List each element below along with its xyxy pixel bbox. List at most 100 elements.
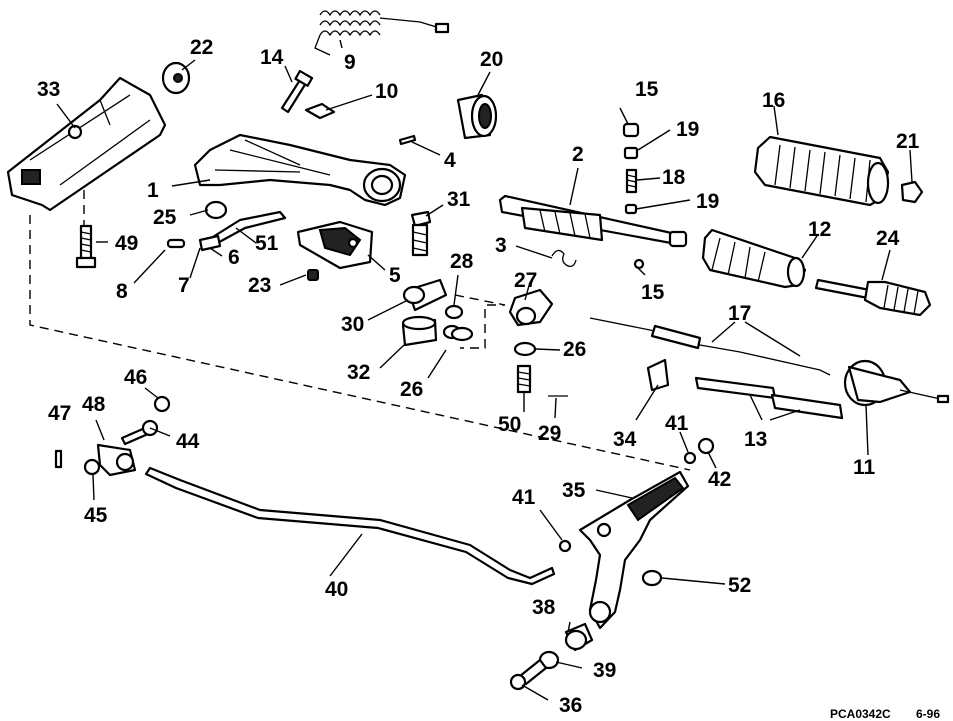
- callout-19: 19: [676, 118, 699, 141]
- part-32-spacer: [401, 315, 438, 347]
- callout-25: 25: [153, 206, 177, 229]
- callout-38: 38: [532, 596, 556, 619]
- assembly-dashed-line: [29, 215, 691, 471]
- callout-40: 40: [325, 578, 348, 601]
- callout-2: 2: [572, 143, 584, 166]
- part-18-screw: [625, 168, 638, 194]
- callout-17: 17: [728, 302, 751, 325]
- callout-24: 24: [876, 227, 900, 250]
- part-50-stud: [516, 364, 532, 394]
- callout-49: 49: [115, 232, 138, 255]
- part-26-washer: [513, 341, 537, 357]
- part-17-cable: [589, 317, 831, 376]
- callout-34: 34: [613, 428, 637, 451]
- callout-31: 31: [447, 188, 471, 211]
- callout-26: 26: [563, 338, 586, 361]
- callout-7: 7: [178, 274, 190, 297]
- part-45-nut: [83, 458, 101, 476]
- callout-28: 28: [450, 250, 474, 273]
- callout-51: 51: [255, 232, 279, 255]
- part-31-screw: [410, 210, 432, 257]
- part-24-plunger: [814, 278, 932, 317]
- callout-46: 46: [124, 366, 147, 389]
- callout-11: 11: [853, 456, 876, 479]
- part-13-tube: [770, 393, 844, 420]
- part-16-grip: [753, 135, 890, 207]
- part-49-bolt: [75, 224, 97, 269]
- part-1-handle-housing: [193, 133, 407, 207]
- callout-15: 15: [641, 281, 665, 304]
- callout-36: 36: [559, 694, 582, 717]
- callout-41: 41: [665, 412, 689, 435]
- part-40-link-rod: [144, 466, 556, 586]
- part-15-nut: [633, 258, 645, 270]
- part-28-washer: [444, 304, 464, 320]
- part-21-cap: [900, 180, 924, 204]
- callout-29: 29: [538, 422, 561, 445]
- callout-48: 48: [82, 393, 106, 416]
- callout-labels: 33 22 14 9 10 20 4 1 25 49 51 6 8 7 23 5…: [37, 36, 920, 717]
- callout-33: 33: [37, 78, 60, 101]
- part-41-nut: [683, 451, 697, 465]
- callout-12: 12: [808, 218, 831, 241]
- part-10-clip: [304, 102, 336, 120]
- part-47-pin: [54, 449, 63, 469]
- callout-45: 45: [84, 504, 108, 527]
- assembly-dashed-line: [454, 294, 506, 349]
- callout-50: 50: [498, 413, 521, 436]
- callout-27: 27: [514, 269, 537, 292]
- callout-35: 35: [562, 479, 586, 502]
- callout-6: 6: [228, 246, 240, 269]
- part-48-link: [96, 443, 137, 477]
- callout-5: 5: [389, 264, 401, 287]
- part-38-bushing: [564, 622, 594, 652]
- part-26-washer: [450, 326, 474, 342]
- callout-3: 3: [495, 234, 507, 257]
- callout-13: 13: [744, 428, 767, 451]
- drawing-code: PCA0342C: [830, 707, 891, 721]
- part-5-switch-housing: [296, 220, 374, 270]
- callout-18: 18: [662, 166, 686, 189]
- part-46-nut: [153, 395, 171, 413]
- part-14-bolt: [280, 69, 314, 114]
- part-12-grip-insert: [701, 228, 807, 289]
- callout-32: 32: [347, 361, 370, 384]
- callout-19: 19: [696, 190, 719, 213]
- date-code: 6-96: [916, 707, 940, 721]
- part-36-bolt: [509, 658, 548, 691]
- part-15-nut: [622, 122, 640, 138]
- part-27-cam: [508, 288, 554, 327]
- callout-23: 23: [248, 274, 271, 297]
- part-25-bushing: [204, 200, 228, 220]
- callout-47: 47: [48, 402, 71, 425]
- part-19-washer: [623, 146, 639, 160]
- part-13-tube: [694, 376, 777, 400]
- callout-41: 41: [512, 486, 536, 509]
- callout-30: 30: [341, 313, 364, 336]
- callout-21: 21: [896, 130, 920, 153]
- callout-22: 22: [190, 36, 213, 59]
- part-20-bushing: [456, 93, 498, 140]
- callout-44: 44: [176, 430, 200, 453]
- callout-10: 10: [375, 80, 398, 103]
- part-35-lever: [578, 470, 690, 630]
- part-34-clip: [646, 358, 670, 392]
- callout-42: 42: [708, 468, 731, 491]
- part-30-cam: [402, 278, 448, 312]
- part-41-nut: [558, 539, 572, 553]
- part-42-nut: [697, 437, 715, 455]
- callout-8: 8: [116, 280, 128, 303]
- part-2-shaft: [498, 194, 688, 248]
- part-6-clip: [198, 234, 222, 252]
- part-19-washer: [624, 203, 638, 215]
- part-44-ball-stud: [120, 419, 159, 446]
- part-4-pin: [398, 134, 417, 146]
- callout-52: 52: [728, 574, 751, 597]
- leader-lines: [56, 39, 913, 701]
- part-11-housing: [843, 359, 950, 407]
- callout-20: 20: [480, 48, 503, 71]
- part-22-washer: [161, 61, 191, 95]
- part-3-spring: [551, 249, 577, 268]
- callout-39: 39: [593, 659, 616, 682]
